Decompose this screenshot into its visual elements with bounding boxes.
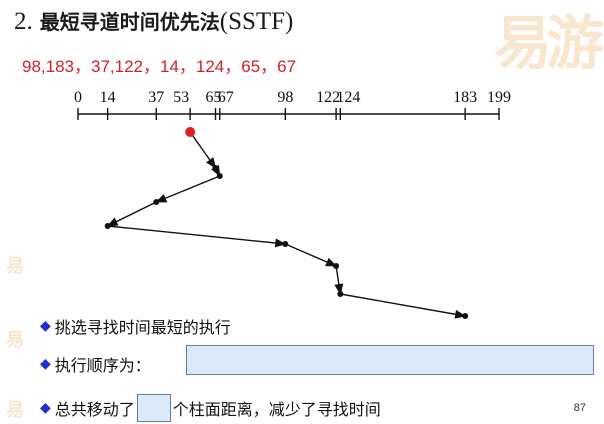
diamond-bullet-icon: ◆ bbox=[40, 400, 51, 416]
path-segment bbox=[334, 265, 344, 296]
axis-tick-label: 0 bbox=[74, 89, 82, 106]
axis-tick-label: 122 bbox=[316, 89, 340, 106]
request-sequence: 98,183，37,122，14，124，65，67 bbox=[22, 57, 297, 76]
slide-title: 2. 最短寻道时间优先法(SSTF) bbox=[14, 6, 293, 36]
path-point bbox=[216, 173, 223, 179]
title-number: 2. bbox=[14, 8, 33, 35]
bullet-order-label: 执行顺序为： bbox=[54, 356, 151, 375]
path-point bbox=[333, 263, 340, 269]
axis-tick-label: 124 bbox=[336, 89, 360, 106]
path-segment bbox=[155, 175, 221, 203]
bullet-total-suffix: 个柱面距离，减少了寻找时间 bbox=[172, 400, 381, 419]
head-movement-path bbox=[104, 127, 469, 319]
path-segment bbox=[107, 225, 287, 248]
total-answer-box[interactable] bbox=[136, 394, 171, 422]
watermark-logo: 易游 bbox=[493, 9, 604, 77]
bullet-rule: ◆ 挑选寻找时间最短的执行 bbox=[40, 314, 231, 338]
path-point bbox=[153, 199, 160, 205]
title-abbr: (SSTF) bbox=[219, 8, 294, 35]
start-point bbox=[185, 127, 196, 137]
path-point bbox=[462, 313, 469, 319]
path-segment bbox=[340, 293, 467, 319]
path-segment bbox=[189, 131, 217, 169]
watermark-logo-small: 易 bbox=[6, 256, 24, 277]
path-point bbox=[212, 165, 219, 171]
axis-tick-label: 67 bbox=[218, 89, 234, 106]
bullet-rule-text: 挑选寻找时间最短的执行 bbox=[54, 318, 231, 337]
path-segment bbox=[106, 201, 157, 227]
bullet-total: ◆ 总共移动了 个柱面距离，减少了寻找时间 bbox=[40, 394, 381, 422]
axis-tick-label: 37 bbox=[148, 89, 164, 106]
axis-tick-label: 98 bbox=[277, 89, 293, 106]
axis-tick-label: 65 bbox=[206, 89, 222, 106]
diamond-bullet-icon: ◆ bbox=[40, 318, 51, 334]
page-number: 87 bbox=[573, 402, 586, 414]
bullet-total-prefix: 总共移动了 bbox=[54, 400, 135, 419]
bullet-order: ◆ 执行顺序为： bbox=[40, 352, 151, 376]
axis-tick-label: 53 bbox=[173, 89, 189, 106]
axis-tick-label: 199 bbox=[487, 89, 511, 106]
watermark-logo-small: 易 bbox=[6, 330, 24, 351]
path-point bbox=[337, 291, 344, 297]
order-answer-box[interactable] bbox=[186, 345, 594, 375]
path-segment bbox=[285, 243, 338, 267]
title-text: 最短寻道时间优先法 bbox=[39, 10, 220, 34]
path-point bbox=[282, 241, 289, 247]
path-point bbox=[104, 223, 111, 229]
diamond-bullet-icon: ◆ bbox=[40, 356, 51, 372]
axis-tick-label: 183 bbox=[453, 89, 477, 106]
axis-tick-label: 14 bbox=[100, 89, 116, 106]
watermark-logo-small: 易 bbox=[6, 400, 24, 421]
